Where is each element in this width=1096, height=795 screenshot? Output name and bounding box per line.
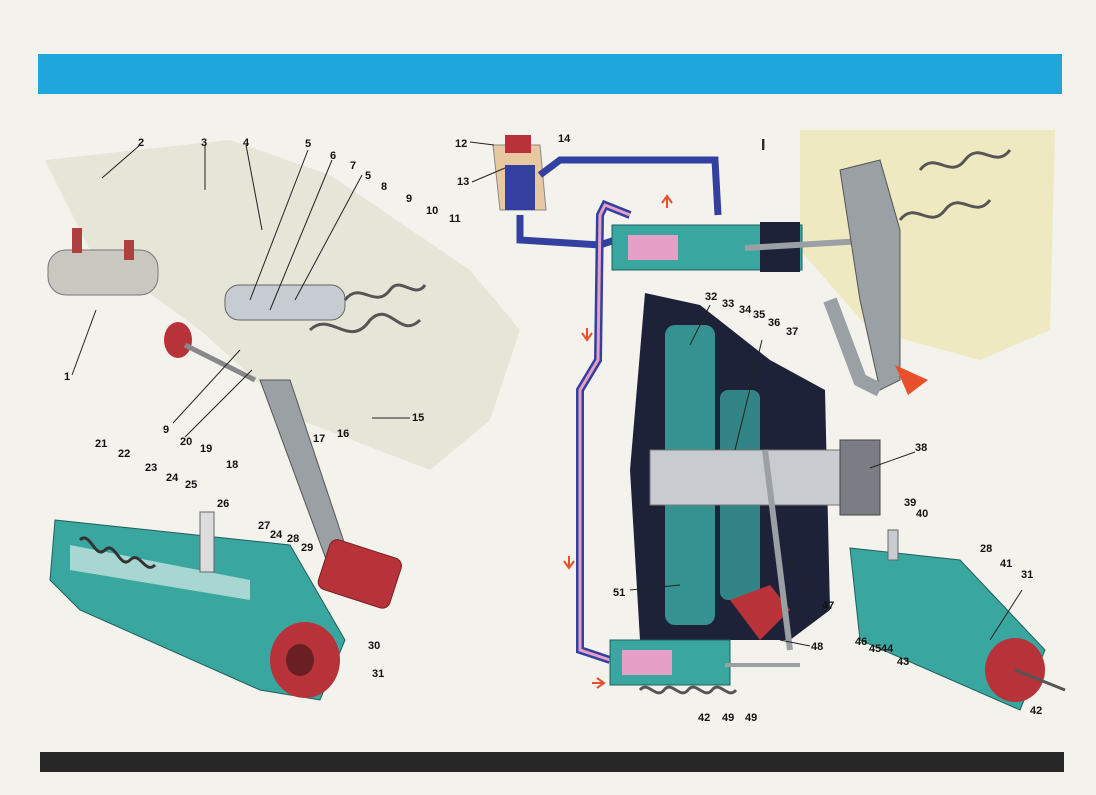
slave-cylinder-cutaway	[849, 529, 1066, 711]
callout-8: 8	[381, 181, 388, 193]
callout-41: 41	[1000, 558, 1013, 570]
callout-22: 22	[118, 448, 131, 460]
callout-3: 3	[201, 137, 208, 149]
callout-24b: 24	[270, 529, 283, 541]
callout-5b: 5	[365, 170, 372, 182]
callout-21: 21	[95, 438, 108, 450]
callout-30: 30	[368, 640, 381, 652]
callout-31a: 31	[372, 668, 385, 680]
clutch-pedal-right	[823, 149, 1012, 397]
callout-16: 16	[337, 428, 350, 440]
callout-17: 17	[313, 433, 326, 445]
callout-5a: 5	[305, 138, 312, 150]
callout-11: 11	[449, 213, 461, 225]
callout-36: 36	[768, 317, 781, 329]
flow-arrow-2	[581, 328, 593, 342]
leader-lines	[71, 141, 1023, 647]
master-cylinder	[47, 228, 257, 383]
view-roman-numeral: I	[761, 137, 766, 154]
callout-2: 2	[138, 137, 145, 149]
callout-33: 33	[722, 298, 735, 310]
footer-color-bar	[40, 752, 1064, 772]
callout-26: 26	[217, 498, 230, 510]
callout-31b: 31	[1021, 569, 1034, 581]
flow-arrow-3	[563, 556, 575, 570]
callout-38: 38	[915, 442, 928, 454]
header-color-bar	[38, 54, 1062, 94]
master-cylinder-cutaway	[49, 511, 346, 701]
callout-18: 18	[226, 459, 239, 471]
callout-10: 10	[426, 205, 439, 217]
callout-23: 23	[145, 462, 158, 474]
master-cylinder-section	[611, 222, 881, 272]
callout-32: 32	[705, 291, 718, 303]
callout-48: 48	[811, 641, 824, 653]
clutch-pedal-left	[224, 283, 427, 609]
callout-49a: 49	[722, 712, 735, 724]
callout-28b: 28	[980, 543, 993, 555]
callout-9b: 9	[163, 424, 170, 436]
callout-4: 4	[243, 137, 250, 149]
callout-15: 15	[412, 412, 425, 424]
callout-7: 7	[350, 160, 357, 172]
callout-49b: 49	[745, 712, 758, 724]
callout-37: 37	[786, 326, 799, 338]
callout-27: 27	[258, 520, 271, 532]
callout-45: 45	[869, 643, 882, 655]
callout-29: 29	[301, 542, 314, 554]
callout-28a: 28	[287, 533, 300, 545]
callout-43: 43	[897, 656, 910, 668]
callout-39: 39	[904, 497, 917, 509]
flow-arrow-1	[661, 194, 673, 208]
slave-cylinder-section	[609, 639, 800, 695]
callout-40: 40	[916, 508, 929, 520]
callout-47: 47	[822, 600, 835, 612]
callout-13: 13	[457, 176, 470, 188]
callout-42a: 42	[1030, 705, 1043, 717]
clutch-housing	[630, 293, 881, 651]
callout-1: 1	[64, 371, 71, 383]
callout-51: 51	[613, 587, 626, 599]
callout-20: 20	[180, 436, 193, 448]
callout-6: 6	[330, 150, 337, 162]
callout-19: 19	[200, 443, 213, 455]
callout-9a: 9	[406, 193, 413, 205]
flow-arrows	[563, 194, 673, 689]
callout-46: 46	[855, 636, 868, 648]
callout-34: 34	[739, 304, 752, 316]
callout-14: 14	[558, 133, 571, 145]
hydraulic-lines	[516, 156, 722, 664]
callout-12: 12	[455, 138, 468, 150]
flow-arrow-4	[592, 677, 606, 689]
callout-44: 44	[881, 643, 894, 655]
callout-42b: 42	[698, 712, 711, 724]
callout-35: 35	[753, 309, 766, 321]
fluid-reservoir	[492, 135, 547, 211]
callout-24a: 24	[166, 472, 179, 484]
callout-25: 25	[185, 479, 198, 491]
